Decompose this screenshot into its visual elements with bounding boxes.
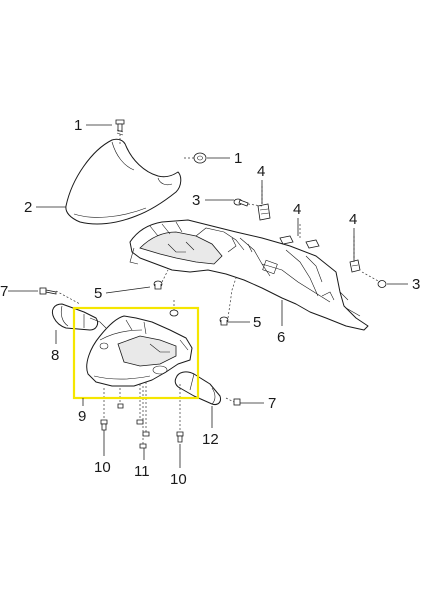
part-4-clip-middle (279, 235, 320, 249)
callout-10-left: 10 (94, 459, 111, 476)
callout-6: 6 (277, 329, 285, 346)
assembly-dashed-lines (55, 134, 381, 444)
callout-4-left: 4 (257, 163, 265, 180)
part-11-screw (136, 419, 150, 449)
callout-labels: 1 1 2 3 3 4 4 4 5 5 6 7 7 8 9 10 10 11 1… (0, 117, 420, 488)
callout-1-top: 1 (74, 117, 82, 134)
highlight-frame (72, 306, 200, 400)
part-4-clip-left (257, 203, 271, 221)
callout-11: 11 (134, 463, 150, 480)
callout-3-left: 3 (192, 192, 200, 209)
part-10-screw-right (176, 431, 184, 443)
part-1-screw-top (115, 119, 125, 136)
leader-lines (8, 124, 408, 468)
callout-4-right: 4 (349, 211, 357, 228)
callout-7-right: 7 (268, 395, 276, 412)
callout-8: 8 (51, 347, 59, 364)
callout-9: 9 (78, 408, 86, 425)
part-10-screw-left (100, 419, 108, 431)
part-2-mudguard-cover (65, 138, 182, 225)
callout-5-left: 5 (94, 285, 102, 302)
callout-7-left: 7 (0, 283, 8, 300)
part-3-screw-right (377, 280, 387, 288)
part-1-nut-right (193, 152, 207, 164)
callout-10-right: 10 (170, 471, 187, 488)
part-5-grommet-left (153, 280, 163, 290)
callout-3-right: 3 (412, 276, 420, 293)
part-7-bolt-left (39, 287, 57, 295)
part-4-clip-right (349, 259, 361, 273)
part-6-rear-fender-bracket (129, 219, 369, 331)
part-5-grommet-right (219, 316, 229, 326)
part-10-small-screw (117, 403, 124, 409)
callout-2: 2 (24, 199, 32, 216)
callout-12: 12 (202, 431, 219, 448)
callout-1-right: 1 (234, 150, 242, 167)
part-3-screw-left (233, 198, 249, 207)
callout-5-right: 5 (253, 314, 261, 331)
callout-4-middle: 4 (293, 201, 301, 218)
part-9-license-plate-holder (86, 315, 193, 387)
part-7-bolt-right (233, 398, 241, 406)
part-5-grommet-center (169, 309, 179, 317)
